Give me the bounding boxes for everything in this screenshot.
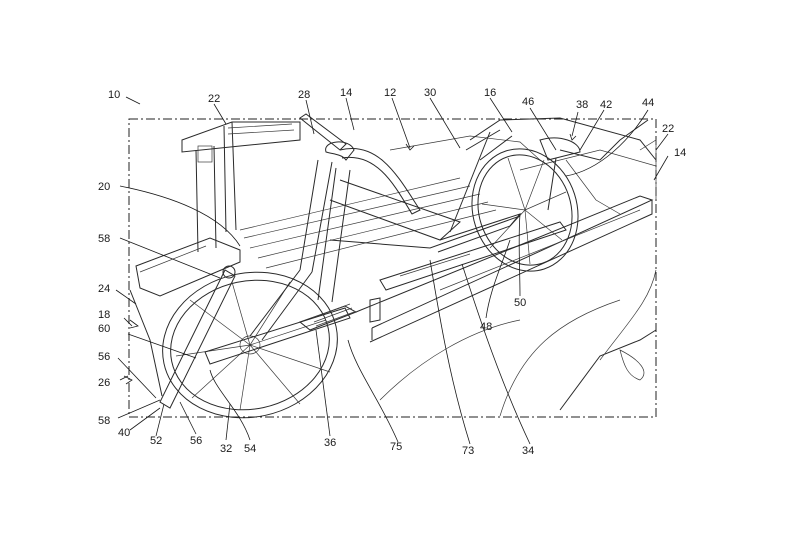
label-46: 46 [522,96,534,108]
label-40: 40 [118,427,130,439]
label-58-bottom: 58 [98,415,110,427]
label-56-left: 56 [98,351,110,363]
detail-boundary [128,118,657,418]
label-10: 10 [108,89,120,101]
label-52: 52 [150,435,162,447]
label-38: 38 [576,99,588,111]
label-16: 16 [484,87,496,99]
label-28: 28 [298,89,310,101]
label-42: 42 [600,99,612,111]
truck-bed [129,117,657,417]
label-34: 34 [522,445,534,457]
label-12: 12 [384,87,396,99]
label-22-right: 22 [662,123,674,135]
label-14-right: 14 [674,147,686,159]
label-30: 30 [424,87,436,99]
label-26: 26 [98,377,110,389]
label-14-top: 14 [340,87,352,99]
label-36: 36 [324,437,336,449]
label-50: 50 [514,297,526,309]
label-48: 48 [480,321,492,333]
label-44: 44 [642,97,654,109]
bike-holder [159,221,567,409]
label-60: 60 [98,323,110,335]
label-18: 18 [98,309,110,321]
label-22-left: 22 [208,93,220,105]
label-75: 75 [390,441,402,453]
bicycle [162,113,649,419]
label-32: 32 [220,443,232,455]
reference-numerals: 10 22 28 14 12 30 16 46 38 42 44 22 14 2… [98,87,686,457]
label-54: 54 [244,443,256,455]
leader-lines [115,96,669,445]
label-24: 24 [98,283,110,295]
label-56-bottom: 56 [190,435,202,447]
label-58-top: 58 [98,233,110,245]
label-73: 73 [462,445,474,457]
label-20: 20 [98,181,110,193]
